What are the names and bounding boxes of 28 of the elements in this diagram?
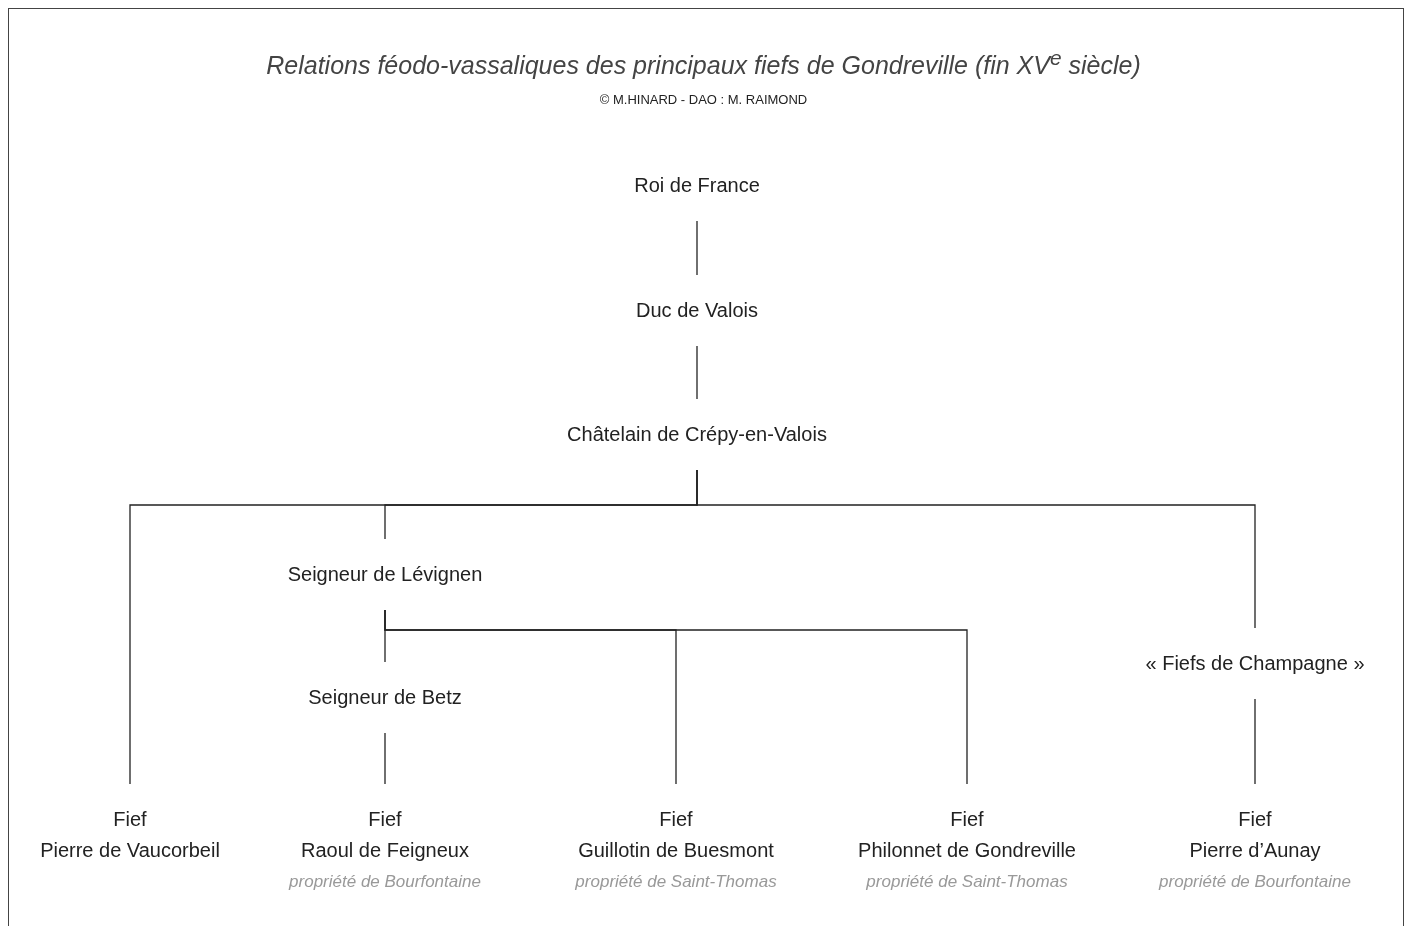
node-text: Roi de France	[634, 173, 760, 198]
node-text: Duc de Valois	[636, 298, 758, 323]
node-text: Fief	[367, 807, 403, 832]
ownership-note: propriété de Saint-Thomas	[575, 872, 777, 892]
connector-line	[696, 220, 698, 276]
node-text: Seigneur de Betz	[308, 685, 462, 710]
node-text: Pierre de Vaucorbeil	[40, 838, 220, 863]
node-text: Raoul de Feigneux	[301, 838, 469, 863]
connector-line	[696, 345, 698, 400]
connector-line	[384, 732, 386, 785]
node-text: Pierre d’Aunay	[1189, 838, 1321, 863]
node-text: « Fiefs de Champagne »	[1145, 651, 1365, 676]
credit-text: © M.HINARD - DAO : M. RAIMOND	[599, 92, 808, 107]
ownership-note: propriété de Bourfontaine	[1159, 872, 1351, 892]
node-text: Fief	[1237, 807, 1273, 832]
node-text: Châtelain de Crépy-en-Valois	[567, 422, 827, 447]
ownership-note: propriété de Saint-Thomas	[866, 872, 1068, 892]
connector-line	[696, 469, 1256, 629]
node-text: Fief	[949, 807, 985, 832]
node-text: Seigneur de Lévignen	[287, 562, 483, 587]
connector-line	[1254, 698, 1256, 785]
node-text: Fief	[658, 807, 694, 832]
node-text: Guillotin de Buesmont	[578, 838, 774, 863]
connector-line	[384, 609, 968, 785]
node-text: Philonnet de Gondreville	[858, 838, 1076, 863]
node-text: Fief	[112, 807, 148, 832]
diagram-title: Relations féodo-vassaliques des principaux fiefs de Gondreville (fin XV$^{e}$ siècle)	[266, 51, 1141, 80]
ownership-note: propriété de Bourfontaine	[289, 872, 481, 892]
